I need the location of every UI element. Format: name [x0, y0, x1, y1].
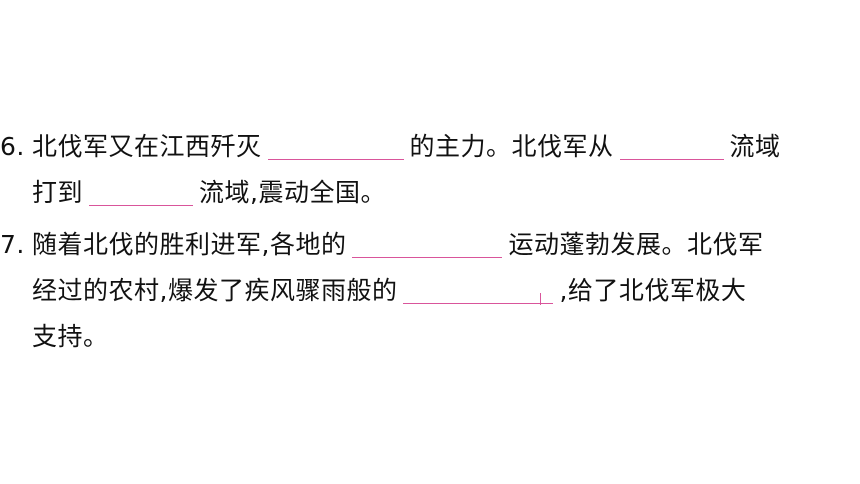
question-6-blank-2[interactable] [619, 137, 724, 160]
question-6-text-4: 打到 [32, 178, 84, 207]
question-6-line-1: 6. 北伐军又在江西歼灭 的主力。北伐军从 流域 [0, 122, 781, 162]
question-7-text-3: 经过的农村,爆发了疾风骤雨般的 [32, 276, 398, 305]
question-6-blank-3[interactable] [89, 183, 194, 206]
blank-tick-mark [540, 293, 542, 305]
question-7-blank-1[interactable] [352, 235, 503, 258]
question-6-text-1: 北伐军又在江西歼灭 [32, 132, 262, 161]
question-7-line-3: 支持。 [32, 312, 109, 352]
question-6-blank-1[interactable] [267, 137, 404, 160]
question-7-text-4: ,给了北伐军极大 [559, 276, 747, 305]
question-7-line-2: 经过的农村,爆发了疾风骤雨般的 ,给了北伐军极大 [32, 266, 746, 306]
question-7-blank-2[interactable] [403, 281, 554, 305]
question-6-text-5: 流域,震动全国。 [199, 178, 386, 207]
question-6-text-2: 的主力。北伐军从 [409, 132, 614, 161]
question-6-number: 6. [0, 132, 25, 161]
question-7-text-5: 支持。 [32, 322, 109, 351]
question-7-number: 7. [0, 230, 25, 259]
question-7-text-2: 运动蓬勃发展。北伐军 [508, 230, 764, 259]
question-7-text-1: 随着北伐的胜利进军,各地的 [32, 230, 347, 259]
question-6-text-3: 流域 [729, 132, 781, 161]
question-7-line-1: 7. 随着北伐的胜利进军,各地的 运动蓬勃发展。北伐军 [0, 220, 763, 260]
question-6-line-2: 打到 流域,震动全国。 [32, 168, 386, 208]
